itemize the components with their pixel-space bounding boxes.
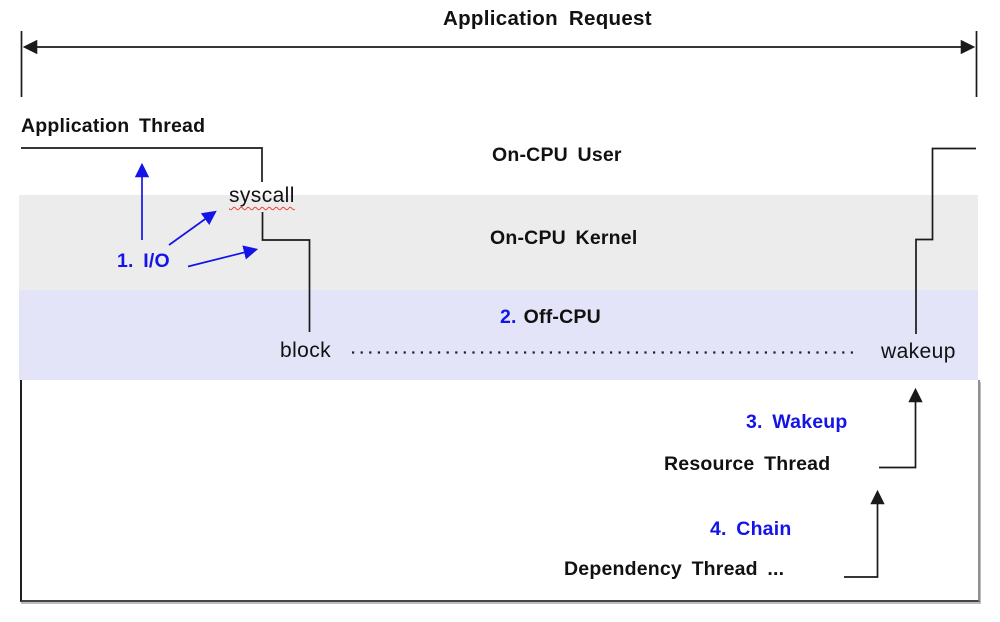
on-cpu-kernel-label: On-CPU Kernel xyxy=(490,227,638,249)
resource-thread-label: Resource Thread xyxy=(664,453,831,475)
block-label: block xyxy=(280,339,332,362)
wakeup-label: wakeup xyxy=(881,340,956,363)
syscall-label: syscall xyxy=(229,184,295,207)
off-cpu-step-number: 2. xyxy=(500,306,517,328)
app-thread-line xyxy=(21,147,263,182)
chain-step-label: 4. Chain xyxy=(710,518,792,540)
application-thread-label: Application Thread xyxy=(21,115,206,137)
bottom-panel xyxy=(20,380,980,602)
off-cpu-label: 2. Off-CPU xyxy=(500,306,601,328)
application-request-title: Application Request xyxy=(443,7,652,30)
dependency-thread-label: Dependency Thread ... xyxy=(564,558,785,580)
off-cpu-text: Off-CPU xyxy=(523,306,601,328)
io-step-label: 1. I/O xyxy=(117,250,170,272)
wakeup-step-label: 3. Wakeup xyxy=(746,411,848,433)
off-cpu-band xyxy=(19,290,978,380)
on-cpu-user-label: On-CPU User xyxy=(492,144,622,166)
